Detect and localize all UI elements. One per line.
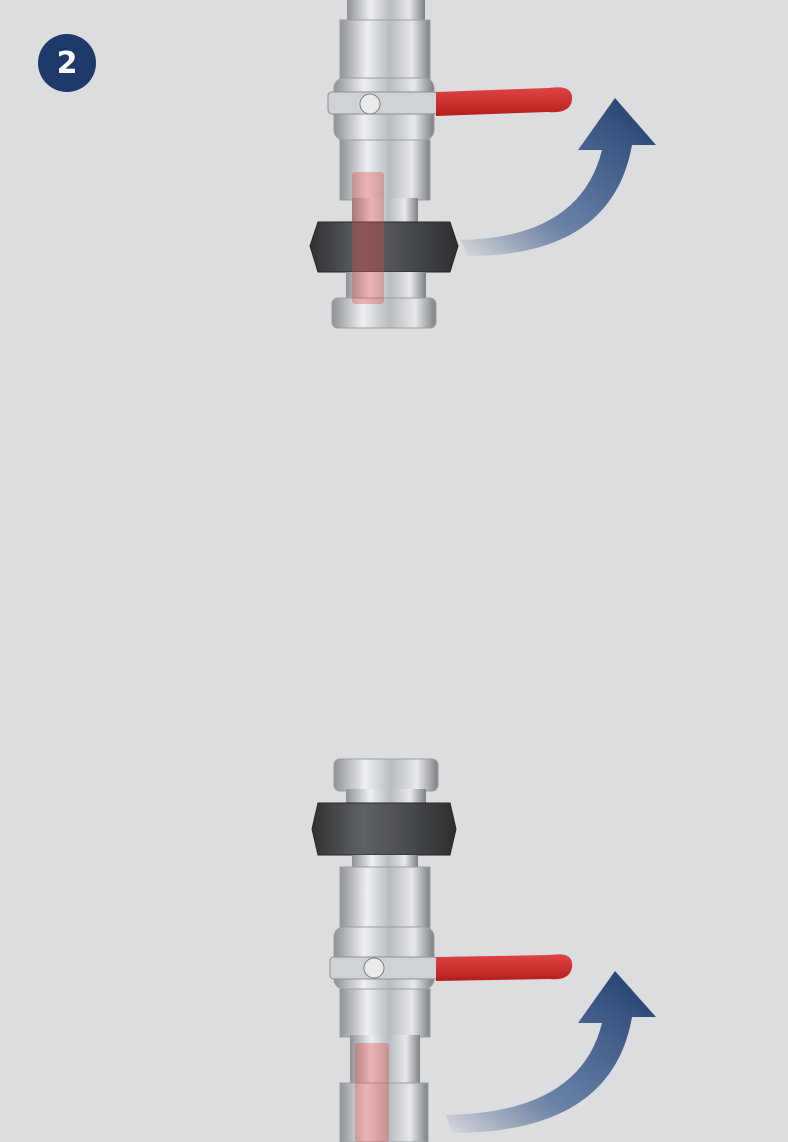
- valve-handle: [436, 954, 572, 981]
- valve-assembly-upper: [0, 0, 788, 345]
- union-nut: [312, 803, 456, 855]
- lever-bracket: [328, 92, 438, 114]
- rotation-arrow: [446, 971, 656, 1133]
- lever-nut: [364, 958, 384, 978]
- valve-handle: [436, 87, 572, 116]
- valve-assembly-lower: [0, 755, 788, 1142]
- pipe-top: [347, 0, 425, 20]
- rotation-arrow: [460, 98, 656, 256]
- internal-insert: [352, 172, 384, 304]
- union-tail: [346, 789, 426, 803]
- valve-hex-top: [340, 867, 430, 929]
- valve-hex-top: [340, 20, 430, 80]
- union-tail-rim: [334, 759, 438, 791]
- valve-upper-illustration: [0, 0, 788, 345]
- valve-hex-bottom: [340, 989, 430, 1037]
- valve-lower-illustration: [0, 755, 788, 1142]
- union-tail-rim: [332, 298, 436, 328]
- internal-insert: [355, 1043, 389, 1142]
- lever-nut: [360, 94, 380, 114]
